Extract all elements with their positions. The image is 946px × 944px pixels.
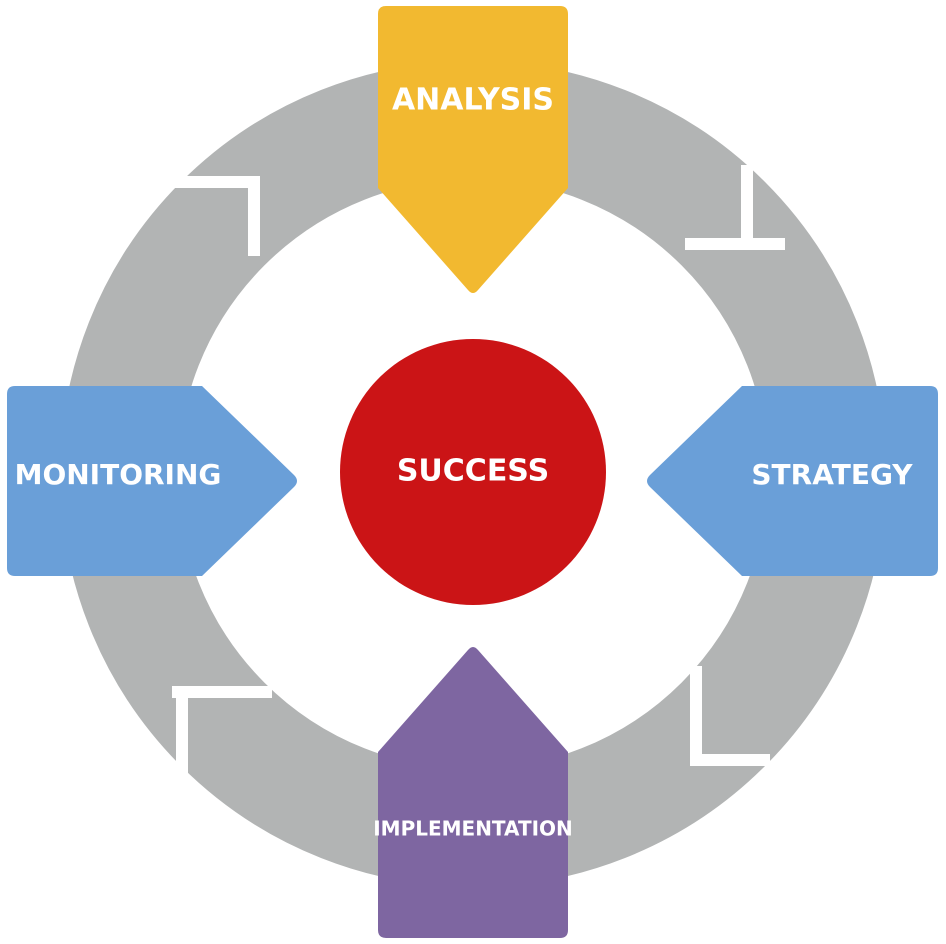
success-center: SUCCESS: [340, 339, 606, 605]
success-circle: [340, 339, 606, 605]
ring-notch: [685, 238, 785, 250]
strategy-stage: STRATEGY: [647, 386, 938, 576]
success-label: SUCCESS: [397, 454, 549, 489]
ring-notch: [160, 176, 260, 188]
ring-notch: [690, 754, 770, 766]
ring-notch: [176, 686, 188, 782]
ring-notch: [741, 165, 753, 245]
implementation-stage: IMPLEMENTATION: [373, 647, 573, 938]
monitoring-label: MONITORING: [15, 458, 222, 491]
implementation-label: IMPLEMENTATION: [373, 817, 573, 841]
strategy-label: STRATEGY: [751, 458, 913, 491]
monitoring-arrow-shape: [7, 386, 297, 576]
analysis-stage: ANALYSIS: [378, 6, 568, 293]
ring-notch: [172, 686, 272, 698]
ring-notch: [248, 176, 260, 256]
analysis-arrow-shape: [378, 6, 568, 293]
ring-notches: [160, 165, 785, 782]
implementation-arrow-shape: [378, 647, 568, 938]
strategy-arrow-shape: [647, 386, 938, 576]
monitoring-stage: MONITORING: [7, 386, 297, 576]
analysis-label: ANALYSIS: [392, 83, 554, 118]
ring-notch: [690, 666, 702, 762]
